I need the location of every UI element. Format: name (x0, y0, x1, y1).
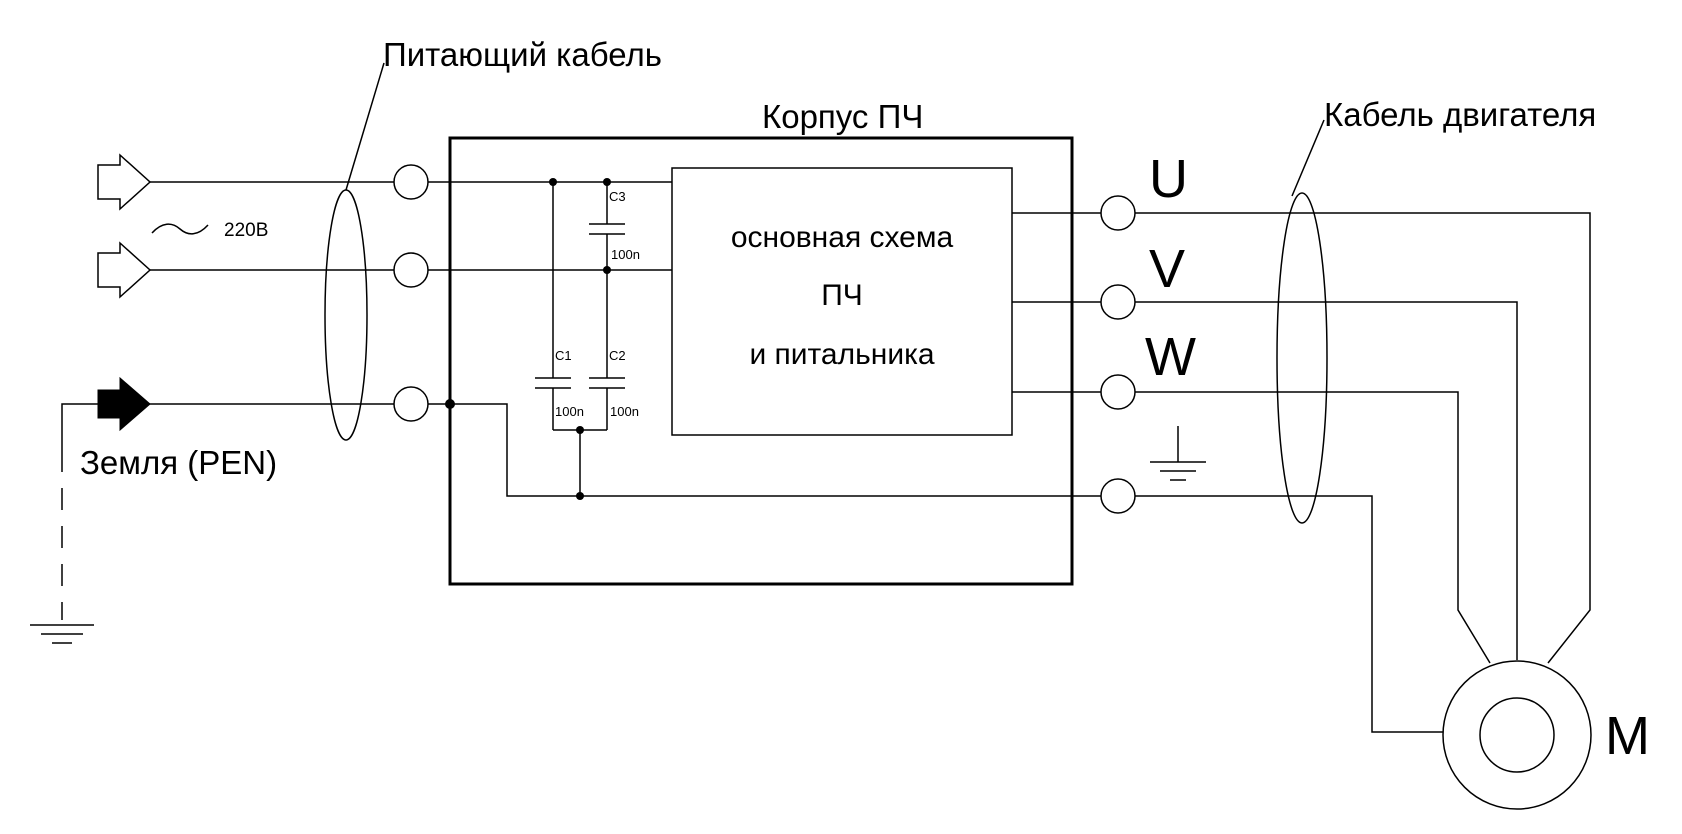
motor-wire-u (1135, 212, 1591, 664)
capacitor-c3-value: 100n (611, 247, 640, 262)
main-circuit-label-2: ПЧ (821, 279, 863, 312)
capacitor-network (535, 178, 625, 500)
capacitor-c1-value: 100n (555, 404, 584, 419)
supply-cable-leader (345, 62, 385, 191)
phase-w-label: W (1145, 327, 1196, 387)
phase-u-label: U (1149, 149, 1188, 209)
capacitor-c3-name: C3 (609, 189, 626, 204)
motor-wire-pe (1135, 495, 1448, 733)
output-terminal-w (1100, 374, 1136, 410)
phase-v-label: V (1149, 239, 1185, 299)
main-circuit-label-3: и питальника (749, 338, 934, 371)
motor-label: M (1605, 706, 1650, 766)
input-terminal-neutral (393, 252, 429, 288)
motor-cable-leader (1291, 119, 1325, 197)
pe-junction (445, 399, 455, 409)
output-terminal-v (1100, 284, 1136, 320)
main-circuit-label-1: основная схема (731, 221, 954, 254)
ground-symbol-right (1150, 426, 1206, 481)
ac-symbol (151, 223, 209, 235)
ground-symbol-left (30, 624, 94, 644)
housing-label: Корпус ПЧ (762, 98, 923, 135)
motor-cable-ellipse (1276, 192, 1328, 524)
input-terminal-pen (393, 386, 429, 422)
capacitor-c1-name: C1 (555, 348, 572, 363)
pen-wire (61, 403, 150, 450)
input-arrow-neutral (97, 241, 152, 299)
motor-wire-w (1135, 391, 1491, 664)
capacitor-c2-value: 100n (610, 404, 639, 419)
voltage-label: 220В (224, 220, 268, 241)
motor-wire-v (1135, 301, 1518, 660)
output-terminal-u (1100, 195, 1136, 231)
ground-label: Земля (PEN) (80, 444, 277, 481)
input-arrow-line (97, 153, 152, 211)
supply-cable-label: Питающий кабель (383, 36, 662, 73)
internal-wire-pe (428, 403, 1101, 497)
vfd-housing (448, 136, 1074, 586)
motor-cable-label: Кабель двигателя (1324, 96, 1596, 133)
input-terminal-line (393, 164, 429, 200)
output-terminal-pe (1100, 478, 1136, 514)
supply-cable-ellipse (324, 189, 368, 441)
motor-inner (1479, 697, 1555, 773)
capacitor-c2-name: C2 (609, 348, 626, 363)
